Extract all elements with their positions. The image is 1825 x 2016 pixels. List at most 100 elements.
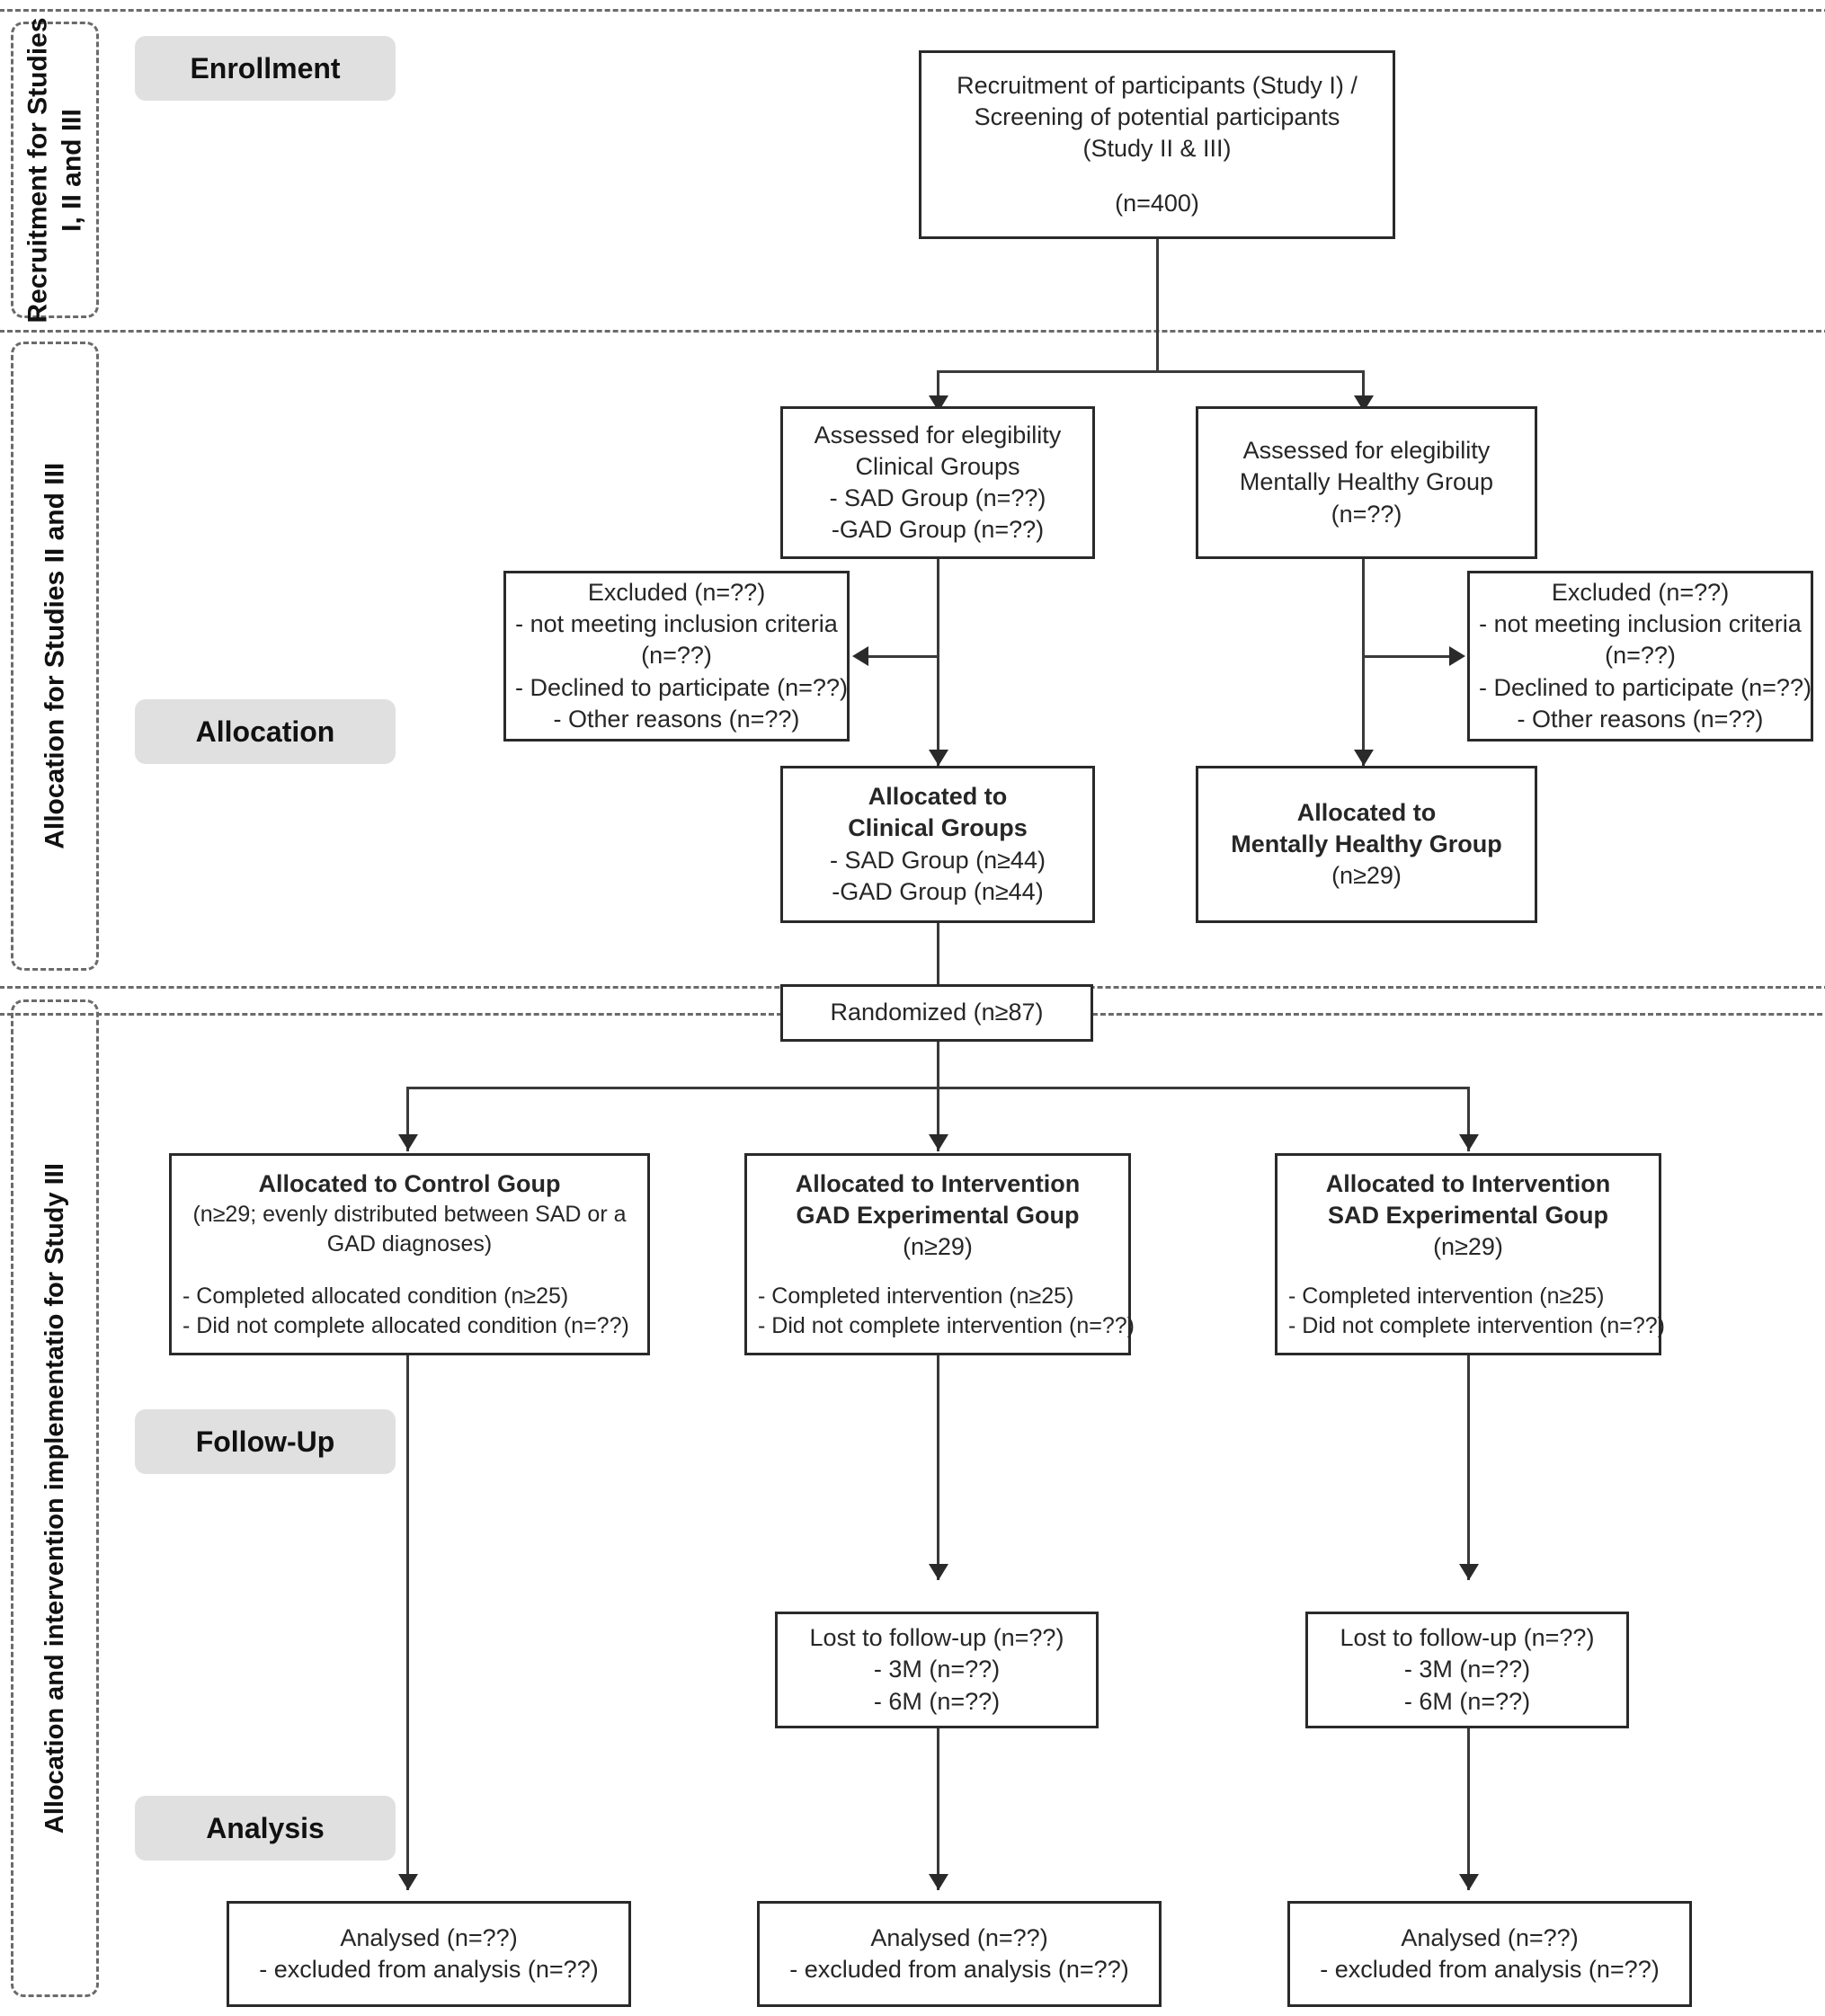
recruitment-total: (n=400) (1115, 190, 1199, 218)
connector-recruitment-stem (1156, 239, 1159, 370)
lost-gad-line-3: - 6M (n=??) (873, 1687, 1001, 1715)
phase-region-enrollment (0, 9, 1825, 333)
connector-to-sad (1467, 1087, 1470, 1151)
gad-group-title-1: Allocated to Intervention (795, 1170, 1081, 1197)
assessed-healthy-line-1: Assessed for elegibility (1242, 437, 1491, 465)
connector-to-gad (937, 1087, 939, 1151)
connector-to-control (406, 1087, 409, 1151)
lost-sad-line-1: Lost to follow-up (n=??) (1340, 1624, 1595, 1652)
side-band-recruitment: Recruitment for Studies I, II and III (11, 17, 99, 323)
lost-sad-line-2: - 3M (n=??) (1403, 1656, 1531, 1683)
allocated-clinical-line-1: - SAD Group (n≥44) (830, 846, 1046, 874)
excluded-left-line-1: Excluded (n=??) (587, 579, 766, 607)
excluded-left-line-4: - Declined to participate (n=??) (515, 673, 848, 701)
connector-to-healthy (1362, 370, 1365, 413)
phase-region-implementation (0, 989, 1825, 2016)
connector-to-clinical (937, 370, 939, 413)
connector-lostgad-to-analysed (937, 1728, 939, 1890)
recruitment-spacer (930, 164, 1384, 188)
recruitment-line-2: Screening of potential participants (974, 102, 1340, 130)
sad-group-title-2: SAD Experimental Goup (1327, 1202, 1609, 1230)
sad-group-subtitle: (n≥29) (1433, 1233, 1503, 1261)
gad-group-spacer (758, 1263, 1117, 1282)
arrow-sad-to-lost (1459, 1564, 1479, 1580)
excluded-left-line-2: - not meeting inclusion criteria (515, 610, 838, 638)
connector-randomized-down (937, 1042, 939, 1087)
control-group-bullet-2: - Did not complete allocated condition (… (182, 1312, 629, 1338)
node-recruitment: Recruitment of participants (Study I) / … (919, 50, 1395, 239)
assessed-clinical-line-3: - SAD Group (n=??) (829, 484, 1046, 511)
analysed-sad-line-1: Analysed (n=??) (1401, 1923, 1579, 1951)
allocated-clinical-title-1: Allocated to (868, 783, 1008, 811)
sad-group-bullet-1: - Completed intervention (n≥25) (1288, 1283, 1605, 1309)
phase-divider-randomized-right (1092, 1013, 1825, 1016)
node-assessed-clinical: Assessed for elegibility Clinical Groups… (780, 406, 1095, 559)
excluded-right-line-1: Excluded (n=??) (1551, 579, 1730, 607)
node-sad-group: Allocated to Intervention SAD Experiment… (1275, 1153, 1665, 1355)
analysed-control-line-2: - excluded from analysis (n=??) (259, 1956, 599, 1983)
node-allocated-clinical: Allocated to Clinical Groups - SAD Group… (780, 766, 1095, 923)
side-band-allocation-label: Allocation for Studies II and III (40, 462, 70, 850)
allocated-clinical-title-2: Clinical Groups (848, 814, 1028, 842)
stage-label-follow-up: Follow-Up (135, 1409, 396, 1474)
allocated-healthy-title-2: Mentally Healthy Group (1231, 830, 1502, 857)
phase-divider-randomized-left (0, 1013, 782, 1016)
node-excluded-right: Excluded (n=??) - not meeting inclusion … (1467, 571, 1813, 742)
node-lost-gad: Lost to follow-up (n=??) - 3M (n=??) - 6… (775, 1612, 1099, 1728)
analysed-sad-line-2: - excluded from analysis (n=??) (1320, 1956, 1660, 1983)
arrow-to-sad (1459, 1134, 1479, 1150)
node-analysed-control: Analysed (n=??) - excluded from analysis… (227, 1901, 631, 2007)
node-allocated-healthy: Allocated to Mentally Healthy Group (n≥2… (1196, 766, 1537, 923)
side-band-implementation-label: Allocation and intervention implementati… (40, 1163, 69, 1834)
connector-control-to-analysed (406, 1355, 409, 1890)
side-band-allocation: Allocation for Studies II and III (11, 342, 99, 971)
analysed-gad-line-1: Analysed (n=??) (870, 1923, 1048, 1951)
excluded-right-line-2: - not meeting inclusion criteria (1479, 610, 1802, 638)
assessed-healthy-line-2: Mentally Healthy Group (1239, 468, 1494, 496)
connector-clinical-to-excluded (868, 655, 939, 658)
connector-healthy-down (1362, 559, 1365, 766)
excluded-left-line-3: (n=??) (641, 642, 712, 670)
lost-gad-line-1: Lost to follow-up (n=??) (809, 1624, 1064, 1652)
gad-group-subtitle: (n≥29) (903, 1233, 973, 1261)
node-lost-sad: Lost to follow-up (n=??) - 3M (n=??) - 6… (1305, 1612, 1629, 1728)
assessed-clinical-line-4: -GAD Group (n=??) (831, 516, 1045, 544)
arrow-lostsad-to-analysed (1459, 1874, 1479, 1890)
arrow-to-gad (929, 1134, 948, 1150)
arrow-to-allocated-clinical (929, 750, 948, 766)
control-group-bullet-1: - Completed allocated condition (n≥25) (182, 1283, 569, 1309)
arrow-to-control (398, 1134, 418, 1150)
stage-label-allocation: Allocation (135, 699, 396, 764)
control-group-spacer (182, 1258, 637, 1282)
arrow-to-allocated-healthy (1354, 750, 1374, 766)
side-band-recruitment-label: Recruitment for Studies I, II and III (22, 16, 87, 324)
connector-allocated-to-randomized (937, 923, 939, 1013)
gad-group-bullet-1: - Completed intervention (n≥25) (758, 1283, 1074, 1309)
arrow-gad-to-lost (929, 1564, 948, 1580)
sad-group-spacer (1288, 1263, 1648, 1282)
sad-group-bullet-2: - Did not complete intervention (n=??) (1288, 1312, 1665, 1338)
connector-clinical-down (937, 559, 939, 766)
sad-group-title-1: Allocated to Intervention (1325, 1170, 1611, 1197)
analysed-gad-line-2: - excluded from analysis (n=??) (789, 1956, 1129, 1983)
analysed-control-line-1: Analysed (n=??) (340, 1923, 518, 1951)
node-randomized: Randomized (n≥87) (780, 984, 1093, 1042)
lost-gad-line-2: - 3M (n=??) (873, 1656, 1001, 1683)
gad-group-bullet-2: - Did not complete intervention (n=??) (758, 1312, 1135, 1338)
node-assessed-healthy: Assessed for elegibility Mentally Health… (1196, 406, 1537, 559)
allocated-healthy-title-1: Allocated to (1296, 798, 1437, 826)
lost-sad-line-3: - 6M (n=??) (1403, 1687, 1531, 1715)
allocated-healthy-line-1: (n≥29) (1331, 862, 1402, 890)
node-gad-group: Allocated to Intervention GAD Experiment… (744, 1153, 1135, 1355)
excluded-right-line-3: (n=??) (1605, 642, 1676, 670)
control-group-subtitle-1: (n≥29; evenly distributed between SAD or… (192, 1202, 627, 1228)
node-analysed-gad: Analysed (n=??) - excluded from analysis… (757, 1901, 1162, 2007)
randomized-label: Randomized (n≥87) (830, 999, 1044, 1026)
control-group-title: Allocated to Control Goup (258, 1170, 561, 1197)
connector-sad-to-lost (1467, 1355, 1470, 1580)
connector-healthy-to-excluded (1362, 655, 1450, 658)
control-group-subtitle-2: GAD diagnoses) (326, 1230, 493, 1257)
excluded-right-line-5: - Other reasons (n=??) (1517, 705, 1764, 733)
arrow-control-to-analysed (398, 1874, 418, 1890)
